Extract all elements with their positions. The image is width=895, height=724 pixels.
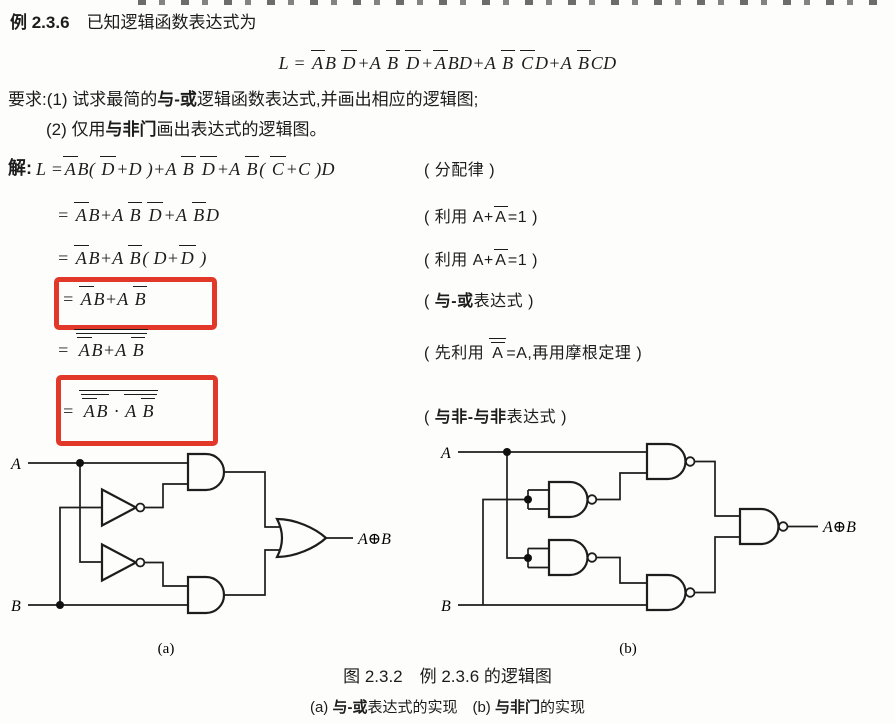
example-heading: 例 2.3.6 已知逻辑函数表达式为 [10,13,257,32]
junction-dot-a [503,448,511,456]
given-formula: L = AB D+A B D+ABD+A B CD+A BCD [0,50,895,74]
figure-subcaption: (a) 与-或表达式的实现 (b) 与非门的实现 [309,699,586,716]
nand-gate-bottom-bubble [685,587,696,598]
circuit-b-sublabel: (b) [619,641,637,657]
circuit-b-nand: A B A⊕B (b) [440,442,856,657]
wire-b-to-not1 [59,506,104,605]
figure-caption: 图 2.3.2 例 2.3.6 的逻辑图 [343,667,552,686]
wire-not1-to-and1 [144,483,191,509]
derivation-note-4: ( 与-或表达式 ) [424,293,534,310]
circuit-a-and-or: A B A⊕B (a) [10,452,391,657]
derivation-step-1: L =AB( D+D )+A B D+A B( C+C )D [36,156,335,180]
wire-b-to-nand-inv1 [482,498,531,605]
derivation-note-2: ( 利用 A+A=1 ) [424,206,538,228]
top-cropped-text-fragments [138,0,890,5]
highlight-box-and-or-expression [54,277,217,330]
junction-dot-a [76,459,84,467]
circuit-a-output-label: A⊕B [357,531,391,548]
nand-gate-output-bubble [778,521,789,532]
circuit-b-input-a-label: A [440,445,451,462]
derivation-step-2: = AB+A B D+A BD [57,202,219,226]
junction-dot-inv1-tie [524,495,532,504]
nand-gate-top-bubble [685,456,696,467]
nand-gate-inverter-2-bubble [586,552,598,563]
circuit-a-sublabel: (a) [158,641,175,657]
derivation-note-3: ( 利用 A+A=1 ) [424,249,538,271]
circuit-b-input-b-label: B [441,598,451,615]
nand-gate-inverter-1 [547,480,589,519]
nand-gate-top [645,442,687,481]
wire-a-to-nand-inv2 [506,452,531,559]
circuit-b-wires [458,448,818,606]
derivation-step-5-double-negation: = AB+A B [57,329,149,361]
wire-and2-to-or [224,549,283,596]
not-gate-2 [100,542,139,583]
not-gate-1 [100,487,139,528]
wire-and1-to-or [224,471,283,528]
derivation-note-1: ( 分配律 ) [424,162,496,179]
wire-not2-to-and2 [144,561,191,587]
circuit-a-input-a-label: A [10,456,21,473]
nand-gate-inverter-2 [547,538,589,577]
derivation-step-3: = AB+A B( D+D ) [57,245,207,269]
and-gate-2 [186,575,226,615]
requirement-line-1: 要求:(1) 试求最简的与-或逻辑函数表达式,并画出相应的逻辑图; [8,90,479,109]
junction-dot-inv2-tie [524,554,532,562]
highlight-box-nand-expression [56,375,218,446]
wire-nandinv2-to-nand-bottom [596,556,650,584]
nand-gate-output [738,507,780,546]
wire-nandtop-to-output-nand [694,460,743,517]
not-gate-2-bubble [135,557,146,568]
derivation-step-4-and-or: = AB+A B [62,286,148,310]
requirement-line-2: (2) 仅用与非门画出表达式的逻辑图。 [46,120,327,139]
junction-dot-b [56,601,64,609]
solution-label: 解: [8,158,32,178]
derivation-note-6: ( 与非-与非表达式 ) [424,409,567,426]
logic-diagrams-figure: A B A⊕B (a) [10,442,856,657]
circuit-a-input-b-label: B [11,598,21,615]
wire-a-to-not2 [79,463,104,563]
circuit-a-wires [28,459,353,609]
nand-gate-bottom [645,573,687,612]
nand-gate-inverter-1-bubble [586,494,598,505]
and-gate-1 [186,452,226,492]
not-gate-1-bubble [135,502,146,513]
circuit-b-output-label: A⊕B [822,519,856,536]
derivation-note-5: ( 先利用 A=A,再用摩根定理 ) [424,338,642,364]
wire-nandinv1-to-nand-top [596,472,650,501]
derivation-step-6-nand-nand: = AB · A B [62,390,159,422]
wire-nandbottom-to-output-nand [694,536,743,594]
or-gate [275,517,328,559]
